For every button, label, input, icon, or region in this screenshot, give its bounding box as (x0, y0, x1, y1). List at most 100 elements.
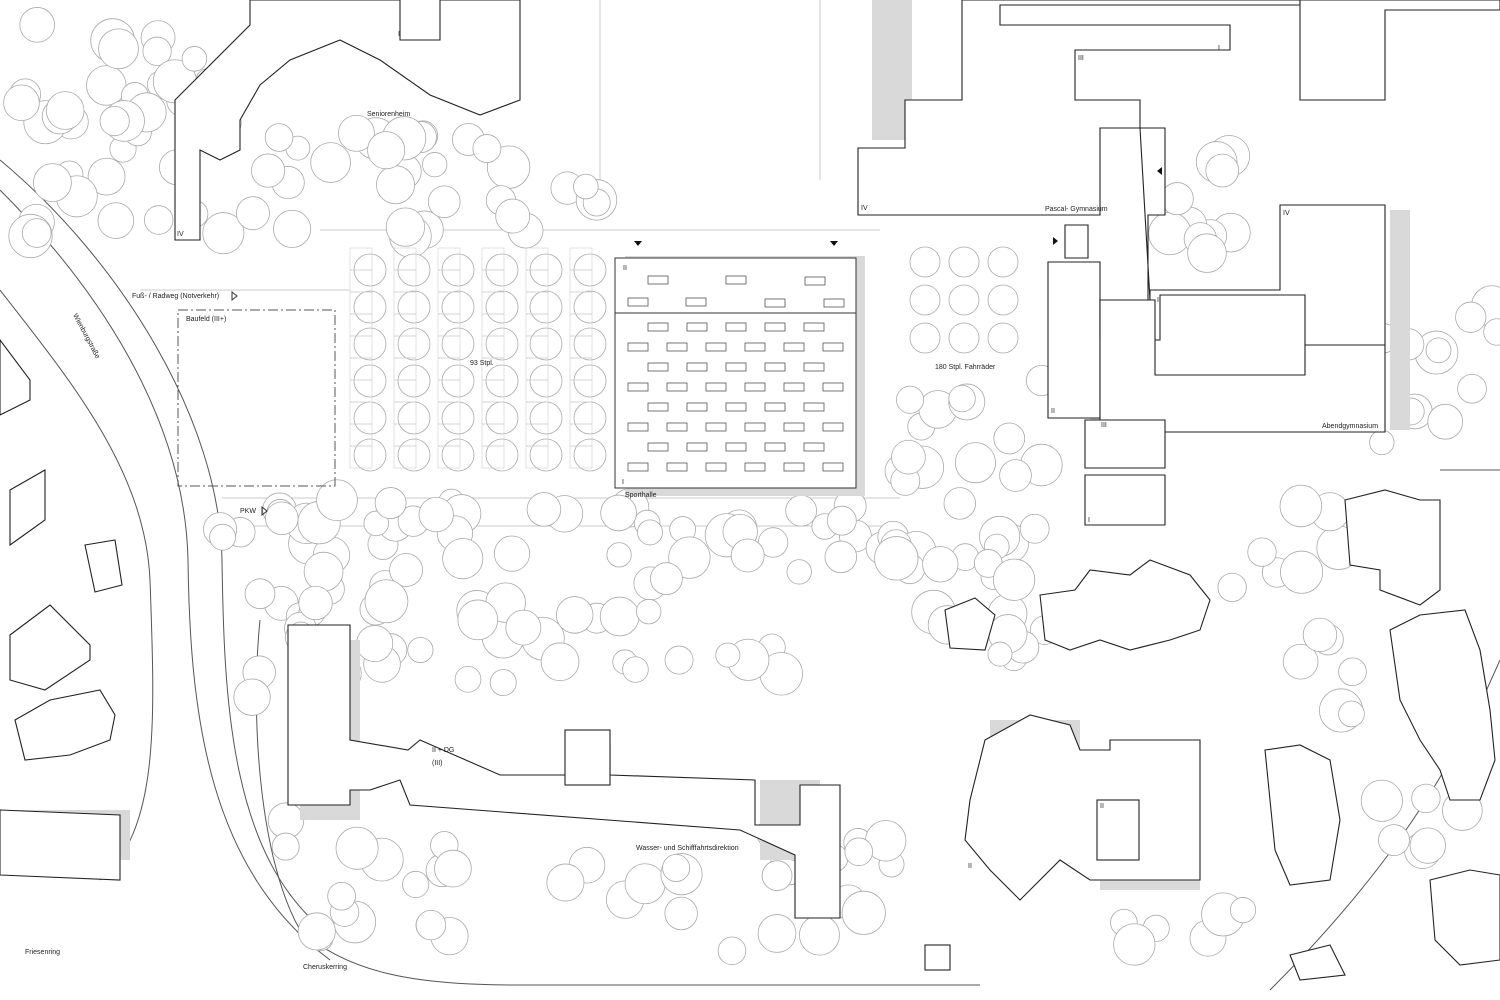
floor-label: III (1078, 55, 1084, 62)
tree (99, 106, 130, 137)
tree (142, 36, 172, 66)
tree (472, 134, 502, 163)
tree (143, 205, 174, 235)
tree (540, 642, 580, 682)
tree (441, 290, 475, 324)
label-wienburgstrasse: Wienburgstraße (71, 313, 101, 360)
skylight (705, 422, 727, 432)
skylight (686, 362, 708, 372)
tree (573, 364, 607, 398)
entrance-arrow-icon (1053, 237, 1058, 245)
tree (896, 385, 925, 414)
floor-label: II (1051, 408, 1055, 415)
tree (954, 442, 996, 484)
tree (1338, 700, 1365, 728)
tree (442, 538, 484, 580)
tree (21, 218, 52, 248)
skylight (803, 362, 825, 372)
tree (316, 479, 358, 521)
tree (1280, 550, 1324, 594)
tree (422, 152, 448, 178)
skylight (725, 275, 747, 285)
tree (573, 173, 599, 200)
tree (441, 364, 475, 398)
label-friesenring: Friesenring (25, 949, 60, 956)
tree (1019, 513, 1050, 544)
tree (664, 645, 694, 675)
tree (454, 665, 482, 693)
tree (418, 496, 454, 533)
tree (356, 625, 394, 663)
skylight (647, 442, 669, 452)
tree (493, 535, 531, 572)
tree (389, 553, 424, 587)
tree (397, 327, 431, 361)
tree (948, 284, 980, 316)
tree (1217, 572, 1247, 603)
skylight (647, 362, 669, 372)
tree (1457, 373, 1487, 404)
skylight (666, 462, 688, 472)
tree (297, 912, 336, 951)
skylight (764, 362, 786, 372)
tree (485, 438, 519, 472)
tree (397, 438, 431, 472)
tree (265, 501, 299, 536)
tree (374, 487, 407, 519)
tree (1279, 484, 1323, 528)
tree (236, 196, 270, 231)
direction-arrow-icon (231, 290, 238, 302)
tree (271, 832, 300, 861)
skylight (803, 322, 825, 332)
tree (298, 585, 333, 621)
label-dg: II + DG (432, 747, 454, 754)
tree (637, 519, 663, 546)
skylight (822, 382, 844, 392)
tree (397, 364, 431, 398)
skylight (744, 422, 766, 432)
tree (303, 551, 344, 592)
tree (264, 123, 294, 152)
parking-space (569, 445, 593, 469)
tree (209, 523, 236, 551)
tree (1483, 318, 1500, 346)
tree (402, 870, 430, 899)
tree (1247, 537, 1277, 567)
label-abendgymnasium: Abendgymnasium (1322, 423, 1378, 430)
tree (434, 849, 472, 888)
tree (233, 678, 271, 716)
tree (987, 641, 1013, 667)
tree (202, 212, 245, 255)
tree (529, 438, 563, 472)
tree (1425, 337, 1452, 364)
tree (385, 207, 426, 247)
tree (1411, 783, 1441, 814)
tree (526, 492, 562, 527)
tree (662, 853, 691, 882)
tree (273, 209, 312, 248)
direction-arrow-icon (261, 505, 268, 517)
tree (948, 246, 980, 278)
tree (407, 636, 434, 664)
tree (1369, 429, 1395, 456)
tree (826, 505, 857, 536)
tree (505, 609, 542, 646)
tree (1360, 779, 1403, 822)
skylight (725, 322, 747, 332)
skylight (705, 342, 727, 352)
skylight (666, 342, 688, 352)
tree (948, 322, 980, 354)
skylight (822, 462, 844, 472)
parking-space (481, 445, 505, 469)
tree (364, 579, 409, 624)
skylight (822, 422, 844, 432)
tree (841, 890, 886, 935)
tree (909, 322, 941, 354)
tree (97, 202, 135, 239)
tree (353, 438, 387, 472)
parking-space (437, 445, 461, 469)
tree (987, 284, 1019, 316)
tree (485, 327, 519, 361)
skylight (686, 322, 708, 332)
skylight (744, 342, 766, 352)
